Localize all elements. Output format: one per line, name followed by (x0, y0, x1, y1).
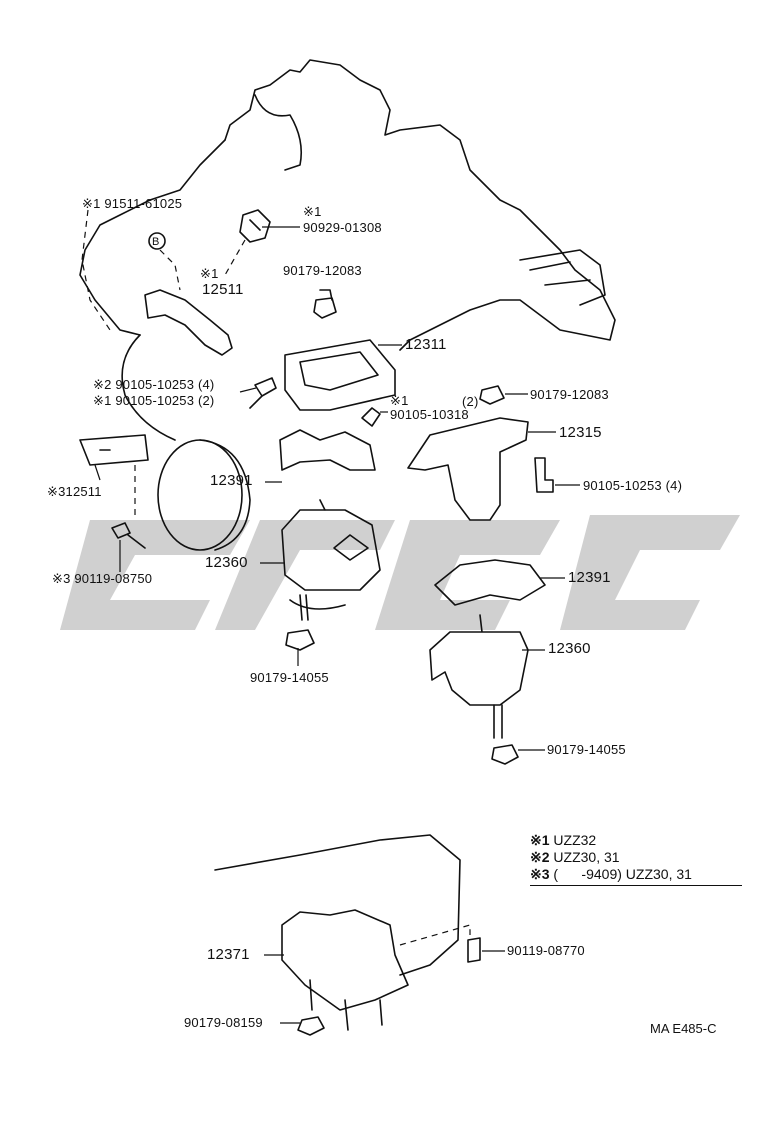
label-90179-14055-right: 90179-14055 (547, 742, 626, 757)
label-12360-right: 12360 (548, 640, 591, 657)
part-90179-14055-right (491, 744, 519, 765)
legend-row-1: ※1 UZZ32 (530, 832, 742, 849)
engine-right-detail (519, 249, 606, 306)
label-12371: 12371 (207, 946, 250, 963)
legend-row-3: ※3 ( -9409) UZZ30, 31 (530, 866, 742, 883)
part-12311 (284, 339, 396, 411)
part-12511-left (79, 434, 149, 466)
diamond-mark (333, 534, 369, 561)
bolt-90105-right (534, 457, 554, 493)
label-90119-08750: ※3 90119-08750 (52, 571, 153, 586)
dashed-bolt-b (159, 249, 181, 291)
bolt-90119-08750 (111, 522, 146, 549)
diagram-code: MA E485-C (650, 1021, 717, 1036)
label-90105-10253-4: 90105-10253 (4) (583, 478, 683, 493)
part-12315 (407, 417, 529, 521)
label-90179-08159: 90179-08159 (184, 1015, 263, 1030)
label-90105-10253-star1: ※1 90105-10253 (2) (93, 393, 215, 408)
label-90105-10318-star: ※1 (390, 393, 409, 408)
bolt-90105-10318 (361, 407, 381, 427)
engine-block-detail (254, 94, 303, 171)
mount-studs-lower (309, 979, 383, 1031)
label-90105-10253-star2: ※2 90105-10253 (4) (93, 377, 215, 392)
engine-left-outline (79, 139, 226, 336)
bolt-b (148, 232, 166, 250)
bolt-90119-08770 (467, 937, 481, 963)
lower-transmission (214, 834, 461, 976)
mount-stud-left (299, 594, 309, 621)
watermark (60, 515, 740, 630)
label-12315: 12315 (559, 424, 602, 441)
label-91511-61025: ※1 91511-61025 (82, 196, 183, 211)
label-qty-2: (2) (462, 394, 479, 409)
part-12360-right (429, 614, 529, 706)
label-12391-left: 12391 (210, 472, 253, 489)
legend-row-2: ※2 UZZ30, 31 (530, 849, 742, 866)
part-90179-12083-b (479, 385, 505, 405)
label-12391-right: 12391 (568, 569, 611, 586)
transmission-body (121, 334, 251, 551)
label-12311: 12311 (405, 336, 447, 353)
part-90929 (239, 209, 271, 243)
label-12360-left: 12360 (205, 554, 248, 571)
dashed-left-long (81, 209, 111, 331)
legend-text-2: UZZ30, 31 (553, 849, 620, 865)
label-12511-top-star: ※1 (200, 266, 219, 281)
label-90119-08770: 90119-08770 (507, 943, 585, 958)
legend-text-3: ( -9409) UZZ30, 31 (553, 866, 692, 882)
dashed-12371 (399, 924, 471, 946)
part-90179-08159 (297, 1016, 325, 1036)
part-12371 (281, 909, 409, 1011)
legend-text-1: UZZ32 (553, 832, 597, 848)
legend-mark-2: ※2 (530, 849, 550, 865)
part-12391-left (279, 429, 376, 471)
part-12360-left (281, 499, 381, 610)
label-12511-top: 12511 (202, 281, 244, 298)
label-90179-12083-a: 90179-12083 (283, 263, 362, 278)
part-12511-top (144, 289, 233, 356)
label-12511-left: ※312511 (47, 484, 102, 499)
legend-mark-1: ※1 (530, 832, 550, 848)
dashed-clip (224, 239, 246, 276)
label-bolt-b: B (152, 236, 160, 248)
bolt-90105-left (249, 377, 277, 409)
engine-outline (224, 59, 616, 351)
legend-underline (530, 885, 742, 886)
label-90179-12083-b: 90179-12083 (530, 387, 609, 402)
model-legend: ※1 UZZ32 ※2 UZZ30, 31 ※3 ( -9409) UZZ30,… (530, 832, 742, 886)
part-90179-14055-left (285, 629, 315, 651)
label-90929-star: ※1 (303, 204, 322, 219)
label-90179-14055-left: 90179-14055 (250, 670, 329, 685)
label-90929-01308: 90929-01308 (303, 220, 382, 235)
part-12391-right (434, 559, 546, 606)
leader-90105-left (239, 387, 257, 393)
part-90179-12083-a (313, 289, 337, 319)
legend-mark-3: ※3 (530, 866, 550, 882)
label-90105-10318: 90105-10318 (390, 407, 469, 422)
leader-12511-left (94, 464, 101, 481)
mount-stud-right (493, 704, 503, 739)
